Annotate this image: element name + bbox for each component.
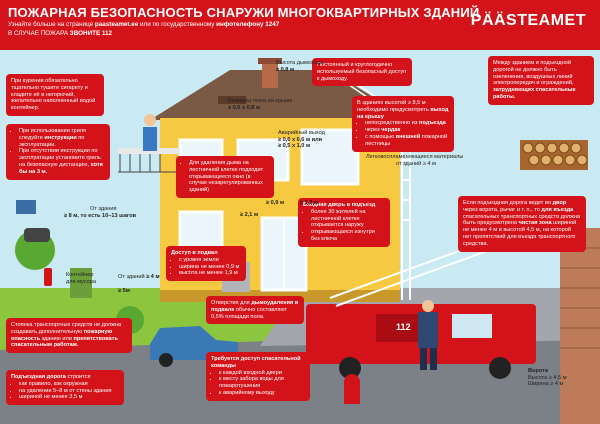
- waste-container: [70, 268, 92, 298]
- truck-number: 112: [396, 322, 411, 332]
- access-road-box: Подъездная дорога строится как правило, …: [6, 370, 124, 406]
- truck-wheel-front: [489, 357, 511, 379]
- emergency-line: В СЛУЧАЕ ПОЖАРА ЗВОНИТЕ 112: [8, 30, 113, 37]
- parking-box: Стоянка транспортных средств не должна с…: [6, 318, 132, 354]
- door-width-label: ≥ 0,9 м: [266, 200, 285, 206]
- person-head: [144, 114, 156, 126]
- header-subtitle: Узнайте больше на странице paasteamet.ee…: [8, 21, 280, 28]
- fire-hydrant: [344, 374, 360, 404]
- chimney-cap: [258, 58, 282, 64]
- basement-access-box: Доступ в подвал с уровня земли ширина не…: [166, 246, 246, 282]
- gate-road-box: Если подъездная дорога ведет во двор чер…: [458, 196, 586, 252]
- bin: [16, 200, 36, 214]
- roof-exit-box: В зданиях высотой ≥ 8,5 м необходимо пре…: [352, 96, 454, 152]
- smoke-removal-box: Для удаления дыма на лестничной клетке п…: [176, 156, 274, 199]
- entrance-door-box: Входная дверь в подъезд более 30 жителей…: [298, 198, 390, 247]
- chimney: [262, 62, 278, 88]
- emergency-exit-window: [300, 128, 360, 186]
- smoking-box: При курении обязательно тщательно тушите…: [6, 74, 104, 117]
- logo: PÄÄSTEAMET: [470, 12, 586, 29]
- truck-wheel-rear: [339, 357, 361, 379]
- roof-hatch-label: Размеры люка на крыше≥ 0,6 x 0,8 м: [228, 98, 293, 111]
- person-body: [143, 127, 157, 151]
- grill-box: При использовании гриля следуйте инструк…: [6, 124, 110, 180]
- fire-extinguisher: [44, 268, 52, 286]
- basement-vent-box: Отверстия для дымоудаления в подвале обы…: [206, 296, 304, 325]
- gate-pillar: [560, 228, 600, 424]
- door-height-label: ≥ 2,1 м: [240, 212, 259, 218]
- page-title: ПОЖАРНАЯ БЕЗОПАСНОСТЬ СНАРУЖИ МНОГОКВАРТ…: [8, 5, 480, 20]
- grill-distance-label: От здания≥ 8 м, то есть 10–13 шагов: [64, 206, 137, 219]
- chimney-access-box: Постоянный и круглогодично используемый …: [312, 58, 412, 87]
- rescue-access-box: Требуется доступ спасательной команды к …: [206, 352, 310, 401]
- firewood-stack: [520, 140, 588, 170]
- grill: [24, 228, 50, 242]
- roof-hatch: [218, 96, 246, 104]
- door-width2-label: ≥ 1,2 м: [300, 200, 319, 206]
- distance-5m-label: ≥ 5м: [118, 288, 130, 294]
- chimney-height-label: Высота дымохода≥ 0,8 м: [276, 60, 324, 73]
- emergency-exit-label: Аварийный выход≥ 0,6 x 0,6 м или≥ 0,5 x …: [278, 130, 325, 150]
- firefighter: [418, 300, 438, 370]
- overhead-lines-box: Между зданием и подъездной дорогой не до…: [488, 56, 594, 105]
- container-distance-label: От зданий ≥ 4 м: [118, 274, 160, 280]
- website-link[interactable]: paasteamet.ee: [94, 21, 139, 28]
- header-bar: ПОЖАРНАЯ БЕЗОПАСНОСТЬ СНАРУЖИ МНОГОКВАРТ…: [0, 0, 600, 50]
